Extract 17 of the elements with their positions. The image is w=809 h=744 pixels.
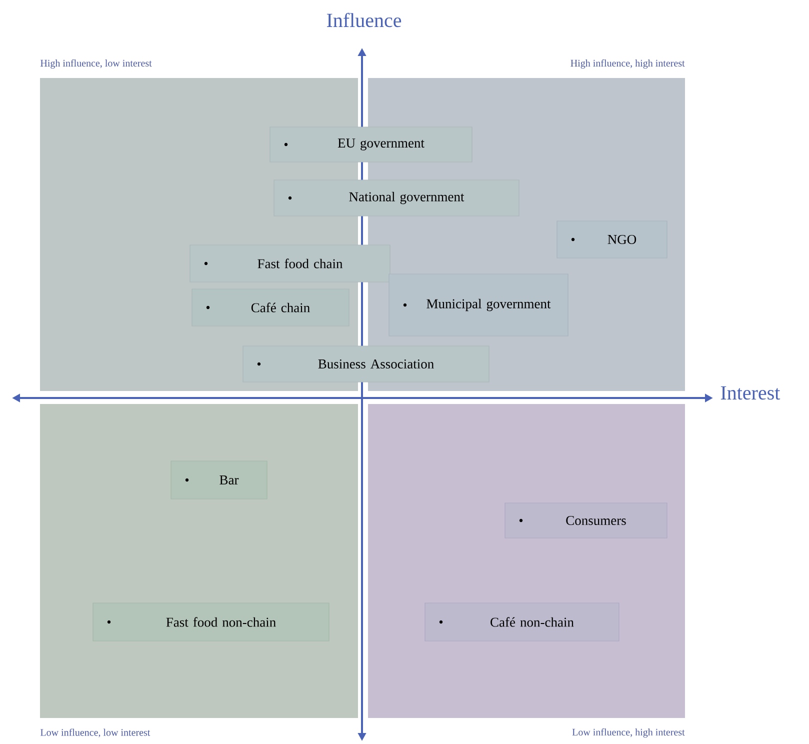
node-label: Low influence, low interest <box>40 728 150 738</box>
axis-label: Influence <box>326 12 402 28</box>
stakeholder-box: Consumers <box>504 502 668 538</box>
stakeholder-box: Business Association <box>242 346 490 382</box>
stakeholder-box: Café chain <box>192 288 350 326</box>
axis-label: Interest <box>720 386 780 400</box>
node-label: High influence, low interest <box>40 59 152 69</box>
stakeholder-box: Café non-chain <box>424 602 620 642</box>
node-label: Low influence, high interest <box>572 728 685 738</box>
stakeholder-box: National government <box>274 180 520 216</box>
stakeholder-box: Fast food chain <box>190 244 390 282</box>
stakeholder-box: EU government <box>270 126 472 162</box>
stakeholder-box: NGO <box>556 220 668 258</box>
stakeholder-box: Fast food non-chain <box>92 602 330 642</box>
stakeholder-box: Bar <box>170 460 268 500</box>
stakeholder-box: Municipal government <box>388 274 568 336</box>
node-label: High influence, high interest <box>570 59 685 69</box>
